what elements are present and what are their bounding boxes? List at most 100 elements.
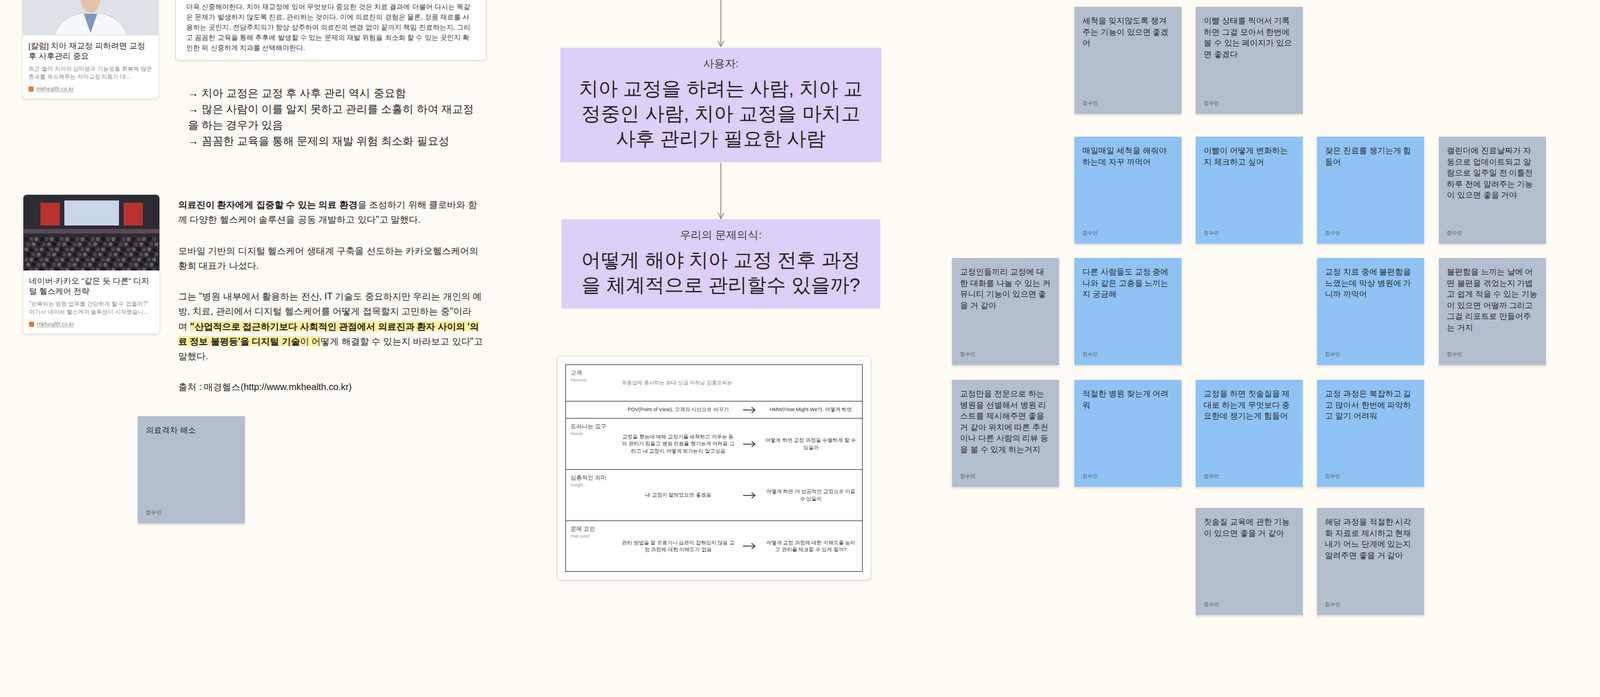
audience-head [47, 242, 52, 247]
audience-head [124, 263, 129, 268]
sticky-note: 세척을 잊지않도록 챙겨주는 기능이 있으면 좋겠어정수민 [1074, 6, 1182, 114]
arrow-head [751, 441, 756, 447]
note-text: 교정만을 전문으로 하는 병원을 선별해서 병원 리스트를 제시해주면 좋을 거… [960, 388, 1052, 455]
audience-head [154, 252, 159, 257]
card-summary: "반복되는 병원 업무를 간단하게 할 수 없을까?" 여기서 네이버 헬스케어… [23, 296, 160, 317]
audience-head [70, 257, 75, 262]
audience-head [101, 268, 106, 271]
audience-head [113, 252, 118, 257]
audience-head [103, 263, 108, 268]
audience-head [42, 242, 47, 247]
audience-head [70, 268, 75, 271]
audience-head [72, 263, 77, 268]
audience-head [149, 252, 154, 257]
note-text: 캘린더에 진료날짜가 자동으로 업데이트되고 알람으로 일주일 전 이틀전 하루… [1446, 145, 1538, 201]
audience-head [126, 268, 131, 271]
audience-head [93, 252, 98, 257]
worksheet-table: 고객Persona유통업에 종사하는 30대 싱글 자취남 김홍모씨는POV(P… [565, 364, 863, 572]
audience-head [119, 263, 123, 268]
photo-ground [23, 194, 160, 271]
worksheet-row: 드러나는 요구Needs교정을 했는데 매해 교정기를 세척하고 끼우는 등의 … [565, 418, 863, 470]
card-summary: 최근 들어 치아의 심미성과 기능성을 회복해 많은 효과를 유도해주는 치아교… [22, 61, 159, 81]
incoming-arrow [720, 0, 722, 47]
audience-head [91, 247, 96, 252]
note-text: 의료격차 해소 [145, 424, 237, 437]
audience-head [142, 247, 147, 252]
arrow-cell [739, 418, 760, 470]
sticky-note: 교정을 하면 칫솔질을 제대로 하는게 무엇보다 중요한데 챙기는게 힘들어정수… [1195, 379, 1303, 487]
audience-head [34, 247, 39, 252]
note-text: 적절한 병원 찾는게 어려워 [1082, 388, 1174, 411]
card-source: mkhealth.co.kr [23, 316, 160, 328]
audience-head [31, 252, 36, 257]
card-photo [22, 0, 159, 36]
note-text: 이빨이 어떻게 변화하는지 체크하고 싶어 [1203, 145, 1295, 168]
audience-head [106, 237, 111, 242]
audience-head [142, 257, 147, 262]
audience-head [129, 252, 134, 257]
author-name: 정수민 [1082, 229, 1098, 237]
sticky-note: 의료격차 해소정수민 [137, 416, 245, 524]
audience-head [88, 252, 93, 257]
article-text: 모바일 기반의 디지털 헬스케어 생태계 구축을 선도하는 카카오헬스케어의 황… [178, 245, 479, 271]
audience-head [65, 268, 70, 271]
head [80, 0, 101, 13]
audience-head [55, 237, 60, 242]
audience-head [101, 237, 106, 242]
audience-head [37, 263, 41, 268]
audience-head [129, 242, 134, 247]
audience-head [116, 237, 121, 242]
card-photo [23, 194, 160, 271]
audience-head [85, 247, 90, 252]
audience-head [101, 257, 106, 262]
audience-head [129, 263, 134, 268]
sticky-note: 다른 사람들도 교정 중에 나와 같은 고충을 느끼는지 궁금해정수민 [1074, 257, 1182, 365]
note-text: 교정 과정은 복잡하고 길고 많아서 한번에 파악하고 알기 어려워 [1324, 388, 1417, 422]
audience-head [106, 268, 111, 271]
card-source: mkhealth.co.kr [22, 80, 159, 93]
audience-head [80, 257, 85, 262]
audience-head [34, 257, 39, 262]
coat [54, 12, 127, 36]
photo-ground [22, 0, 159, 36]
audience-head [26, 242, 31, 247]
sticky-note: 이빨 상태를 찍어서 기록하면 그걸 모아서 한번에 볼 수 있는 페이지가 있… [1195, 6, 1303, 114]
audience-head [121, 268, 126, 271]
audience-head [75, 237, 80, 242]
sticky-note: 칫솔질 교육에 관한 기능이 있으면 좋을 거 같아정수민 [1195, 507, 1303, 615]
author-name: 정수민 [1203, 229, 1220, 237]
audience-head [96, 237, 101, 242]
author-name: 정수민 [1324, 229, 1341, 237]
row-label: 드러나는 요구 [570, 423, 607, 430]
audience-head [65, 257, 70, 262]
audience-head [121, 237, 126, 242]
audience-head [24, 247, 29, 252]
audience-head [103, 242, 108, 247]
row-label: 고객 [570, 369, 582, 377]
article-excerpt: 의료진이 환자에게 집중할 수 있는 의료 환경을 조성하기 위해 클로바와 함… [178, 197, 483, 411]
arrow-cell [739, 520, 760, 572]
cell-text: 내 교정이 잘되었으면 좋겠음 [645, 491, 712, 499]
audience-head [62, 242, 67, 247]
arrow-head [751, 492, 756, 499]
banner [40, 202, 60, 226]
banner [123, 202, 143, 226]
cell-text: 유통업에 종사하는 30대 싱글 자취남 김홍모씨는 [621, 379, 733, 387]
article-text: 이 어 [300, 335, 322, 347]
summary-line: → 치아 교정은 교정 후 사후 관리 역시 중요함 [187, 85, 484, 102]
audience-head [132, 268, 137, 271]
audience-head [96, 257, 101, 262]
note-text: 이빨 상태를 찍어서 기록하면 그걸 모아서 한번에 볼 수 있는 페이지가 있… [1203, 15, 1295, 60]
worksheet-row: 고객Persona유통업에 종사하는 30대 싱글 자취남 김홍모씨는 [565, 364, 863, 402]
audience-head [113, 242, 118, 247]
audience-head [119, 252, 123, 257]
audience-head [80, 237, 85, 242]
audience-head [29, 268, 34, 271]
audience-head [78, 263, 82, 268]
audience-head [39, 268, 44, 271]
audience-head [137, 268, 142, 271]
audience-head [60, 257, 65, 262]
audience-head [72, 252, 77, 257]
statement-box: 사용자:치아 교정을 하려는 사람, 치아 교정중인 사람, 치아 교정을 마치… [560, 47, 882, 163]
row-label: 심층적인 의미 [570, 474, 607, 482]
